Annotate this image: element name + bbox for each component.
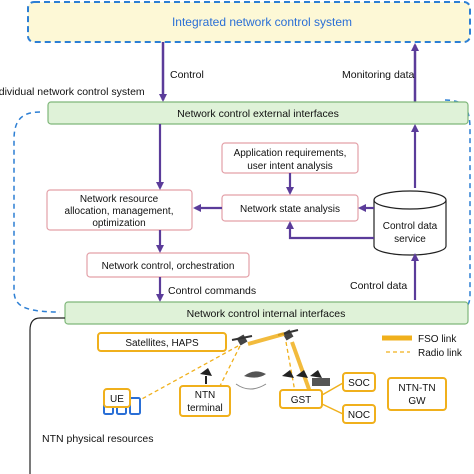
resource-allocation-line1: Network resource	[80, 194, 159, 205]
soc-label: SOC	[348, 378, 370, 389]
control-data-service: Control data service	[373, 190, 447, 256]
ntn-terminal-line1: NTN	[195, 390, 216, 401]
legend-radio-label: Radio link	[418, 348, 463, 359]
ntn-terminal-dish-icon	[200, 368, 212, 384]
satellites-box	[97, 332, 227, 352]
external-interfaces-label: Network control external interfaces	[177, 108, 339, 120]
individual-system-border-right	[444, 99, 471, 313]
ntn-terminal-box	[179, 385, 231, 417]
gst-noc-link	[321, 403, 344, 415]
internal-interfaces-box	[64, 301, 469, 325]
control-data-service-line2: service	[394, 234, 426, 245]
monitoring-label: Monitoring data	[342, 69, 415, 81]
control-commands-label: Control commands	[168, 285, 256, 297]
legend-fso-label: FSO link	[418, 334, 457, 345]
gst-soc-link	[321, 382, 344, 396]
satellites-label: Satellites, HAPS	[125, 338, 199, 349]
ntn-terminal-line2: terminal	[187, 403, 223, 414]
app-requirements-line1: Application requirements,	[234, 148, 347, 159]
gst-label: GST	[291, 395, 312, 406]
ntn-area-border	[29, 317, 65, 474]
gw-box	[387, 377, 447, 411]
gw-line2: GW	[408, 396, 426, 407]
data-to-state-lower-arrow	[286, 221, 374, 240]
resource-allocation-line2: allocation, management,	[65, 206, 174, 217]
radio-link-gst	[285, 341, 296, 393]
haps-icon	[244, 371, 266, 378]
external-interfaces-box	[47, 101, 469, 125]
radio-link-ue	[139, 345, 239, 401]
fso-link-sat-gst	[290, 341, 312, 393]
orchestration-box	[86, 252, 250, 278]
resource-allocation-line3: optimization	[92, 218, 145, 229]
noc-label: NOC	[348, 410, 370, 421]
resource-allocation-box	[46, 189, 193, 231]
integrated-system-label: Integrated network control system	[172, 15, 352, 29]
ntn-area-label: NTN physical resources	[42, 433, 153, 445]
ue-name-box	[103, 388, 131, 408]
app-requirements-line2: user intent analysis	[247, 161, 333, 172]
soc-box	[342, 372, 376, 392]
control-label: Control	[170, 69, 204, 81]
radio-link-terminal	[213, 345, 241, 399]
individual-system-label: Individual network control system	[0, 86, 145, 98]
state-analysis-label: Network state analysis	[240, 204, 340, 215]
satellite-icon	[231, 334, 253, 346]
gw-line1: NTN-TN	[398, 383, 435, 394]
control-data-service-line1: Control data	[383, 221, 438, 232]
individual-system-border	[13, 111, 61, 313]
control-data-label: Control data	[350, 280, 407, 292]
orchestration-label: Network control, orchestration	[102, 261, 235, 272]
gst-box	[279, 389, 323, 409]
ue-label: UE	[110, 394, 124, 405]
internal-interfaces-label: Network control internal interfaces	[187, 308, 346, 320]
integrated-system-box	[27, 1, 471, 43]
fso-link-sats	[247, 332, 285, 346]
haps-icon-trail	[235, 383, 267, 390]
gst-dish-icons	[282, 370, 330, 386]
